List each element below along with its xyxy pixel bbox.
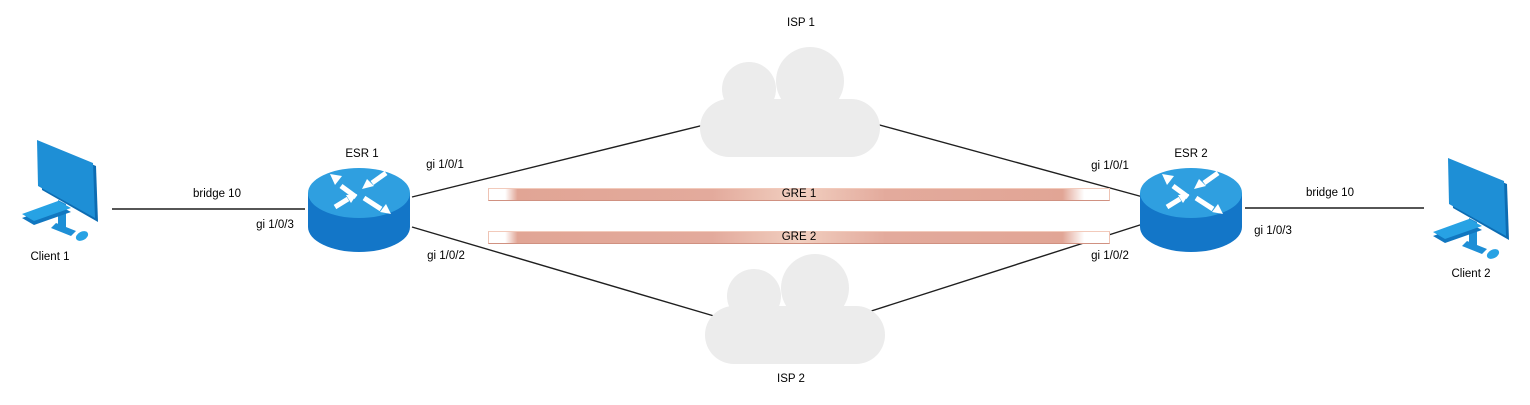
esr1-gi102-label: gi 1/0/2 [427, 250, 465, 262]
esr1-label: ESR 1 [345, 148, 379, 160]
client1-label: Client 1 [30, 251, 70, 263]
link-isp1-esr2 [875, 123, 1144, 198]
esr2-gi103-label: gi 1/0/3 [1254, 225, 1292, 237]
isp1-node [700, 43, 880, 157]
esr2-label: ESR 2 [1174, 148, 1208, 160]
client2-label: Client 2 [1451, 268, 1491, 280]
client2-node [1431, 156, 1509, 262]
gre2-label: GRE 2 [781, 231, 817, 243]
esr2-node [1140, 168, 1242, 252]
router-icon [1140, 168, 1242, 252]
client1-node [20, 138, 98, 244]
esr2-gi101-label: gi 1/0/1 [1091, 160, 1129, 172]
gre2-tunnel-pipe: GRE 2 [488, 231, 1110, 244]
desktop-computer-icon [1433, 158, 1509, 259]
esr1-gi101-label: gi 1/0/1 [426, 159, 464, 171]
esr1-gi103-label: gi 1/0/3 [256, 219, 294, 231]
isp2-label: ISP 2 [777, 373, 805, 385]
desktop-computer-icon [22, 140, 98, 241]
esr1-node [308, 168, 410, 252]
router-icon [308, 168, 410, 252]
cloud-icon [700, 47, 880, 157]
esr2-gi102-label: gi 1/0/2 [1091, 250, 1129, 262]
link-esr1-isp2 [411, 226, 715, 317]
bridge10-left-label: bridge 10 [193, 188, 241, 200]
isp1-label: ISP 1 [787, 17, 815, 29]
isp2-node [705, 250, 885, 364]
link-esr1-isp1 [411, 123, 709, 198]
gre1-label: GRE 1 [781, 188, 817, 200]
gre1-tunnel-pipe: GRE 1 [488, 188, 1110, 201]
cloud-icon [705, 254, 885, 364]
bridge10-right-label: bridge 10 [1306, 187, 1354, 199]
